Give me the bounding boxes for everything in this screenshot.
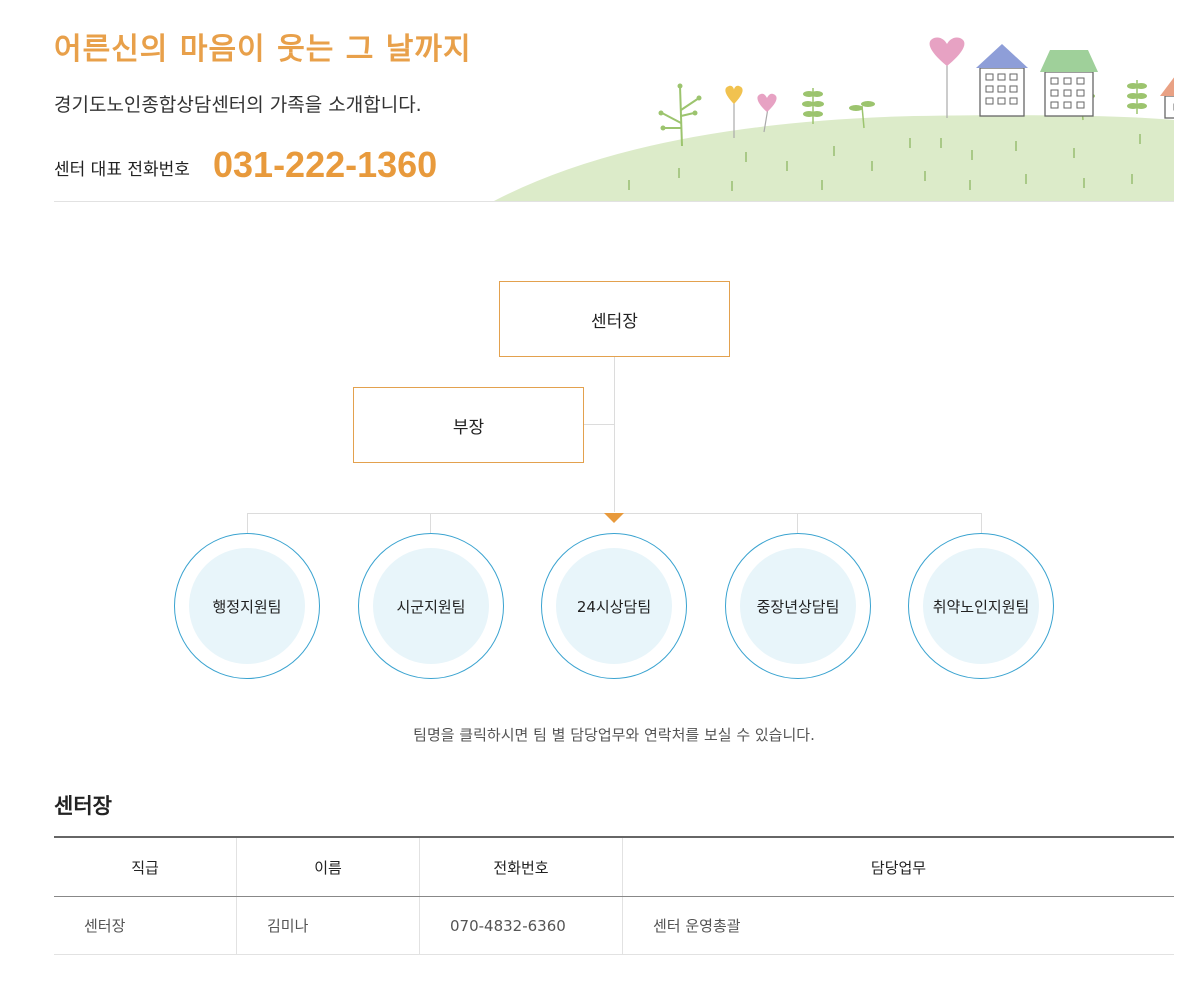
team-vulnerable-elderly-support[interactable]: 취약노인지원팀 (908, 533, 1054, 679)
team-city-county-support[interactable]: 시군지원팀 (358, 533, 504, 679)
column-header-name: 이름 (236, 836, 420, 897)
team-label: 행정지원팀 (189, 548, 305, 664)
connector-sub (584, 424, 614, 425)
team-middle-age-counseling[interactable]: 중장년상담팀 (725, 533, 871, 679)
team-admin-support[interactable]: 행정지원팀 (174, 533, 320, 679)
drop-1 (247, 513, 248, 533)
org-box-director: 센터장 (499, 281, 730, 357)
team-click-note: 팀명을 클릭하시면 팀 별 담당업무와 연락처를 보실 수 있습니다. (413, 726, 815, 744)
cell-rank: 센터장 (54, 896, 237, 955)
column-header-duties: 담당업무 (622, 836, 1174, 897)
connector-main (614, 356, 615, 512)
slogan: 어른신의 마음이 웃는 그 날까지 (54, 32, 472, 67)
team-label: 중장년상담팀 (740, 548, 856, 664)
team-label: 24시상담팀 (556, 548, 672, 664)
team-label: 취약노인지원팀 (923, 548, 1039, 664)
org-box-manager: 부장 (353, 387, 584, 463)
arrow-down-icon (604, 513, 624, 523)
table-header-row: 직급 이름 전화번호 담당업무 (54, 836, 1174, 897)
table-row: 센터장 김미나 070-4832-6360 센터 운영총괄 (54, 896, 1174, 955)
drop-2 (430, 513, 431, 533)
page-header: 어른신의 마음이 웃는 그 날까지 경기도노인종합상담센터의 가족을 소개합니다… (54, 0, 1174, 202)
column-header-rank: 직급 (54, 836, 237, 897)
drop-5 (981, 513, 982, 533)
intro-text: 경기도노인종합상담센터의 가족을 소개합니다. (54, 94, 422, 116)
cell-duties: 센터 운영총괄 (622, 896, 1174, 955)
phone-label: 센터 대표 전화번호 (54, 160, 190, 180)
phone-number: 031-222-1360 (213, 144, 438, 185)
cell-phone: 070-4832-6360 (419, 896, 623, 955)
village-illustration (494, 37, 1174, 201)
team-label: 시군지원팀 (373, 548, 489, 664)
cell-name: 김미나 (236, 896, 420, 955)
staff-table: 직급 이름 전화번호 담당업무 센터장 김미나 070-4832-6360 센터… (54, 836, 1174, 955)
org-chart: 센터장 부장 행정지원팀 시군지원팀 24시상담팀 중장년상담팀 취약노인지원팀 (0, 260, 1203, 700)
section-title: 센터장 (54, 794, 112, 818)
column-header-phone: 전화번호 (419, 836, 623, 897)
drop-4 (797, 513, 798, 533)
team-24h-counseling[interactable]: 24시상담팀 (541, 533, 687, 679)
